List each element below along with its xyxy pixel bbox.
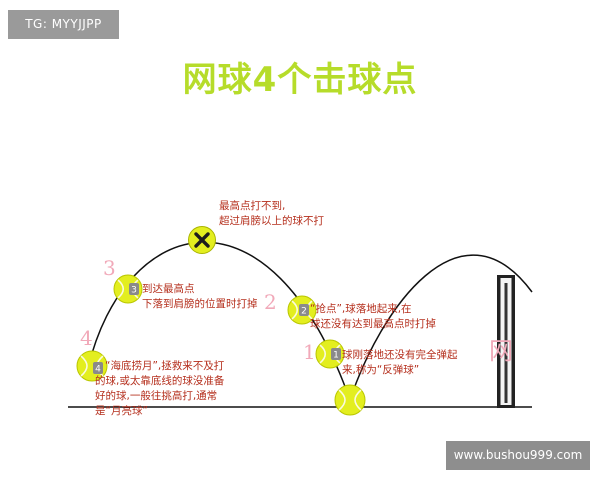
hand-number-4: 4 (80, 326, 93, 350)
peak-note-line1: 最高点打不到, (219, 200, 286, 212)
tennis-ball-icon (113, 274, 143, 304)
point-3-note: 到达最高点 下落到肩膀的位置时打掉 (142, 282, 258, 312)
badge-3-label: 3 (131, 286, 137, 296)
point-3-line1: 到达最高点 (142, 283, 195, 295)
page-title: 网球4个击球点 (182, 60, 418, 100)
point-1-note: 球刚落地还没有完全弹起 来,称为“反弹球” (342, 348, 458, 378)
peak-note-line2: 超过肩膀以上的球不打 (219, 215, 324, 227)
point-2-line2: 球还没有达到最高点时打掉 (310, 318, 436, 330)
point-badge-1: 1 (331, 348, 341, 361)
point-4-line1: “海底捞月”,拯救来不及打 (105, 360, 225, 372)
x-icon (188, 226, 216, 254)
net-label: 网 (489, 337, 513, 365)
point-4-line3: 好的球,一般往挑高打,通常 (95, 390, 218, 402)
tennis-ball-icon (334, 384, 366, 416)
badge-1-label: 1 (333, 351, 339, 361)
net-post-icon (497, 275, 515, 408)
hand-number-2: 2 (264, 290, 277, 314)
hand-number-3: 3 (103, 256, 116, 280)
trajectory-arc-right (349, 254, 533, 401)
point-1-line2: 来,称为“反弹球” (342, 364, 420, 376)
hand-number-1: 1 (303, 340, 316, 364)
point-1-line1: 球刚落地还没有完全弹起 (342, 349, 458, 361)
point-2-line1: “抢点”,球落地起来,在 (310, 303, 412, 315)
point-badge-2: 2 (299, 304, 309, 317)
point-2-note: “抢点”,球落地起来,在 球还没有达到最高点时打掉 (310, 302, 436, 332)
point-4-line4: 是“月亮球” (95, 405, 148, 417)
point-badge-3: 3 (129, 283, 139, 296)
point-4-note: “海底捞月”,拯救来不及打 的球,或太靠底线的球没准备 好的球,一般往挑高打,通… (95, 359, 225, 419)
watermark-bottom: www.bushou999.com (446, 441, 590, 470)
badge-4-label: 4 (95, 365, 101, 375)
point-4-line2: 的球,或太靠底线的球没准备 (95, 375, 225, 387)
badge-2-label: 2 (301, 307, 307, 317)
peak-note: 最高点打不到, 超过肩膀以上的球不打 (219, 199, 324, 229)
watermark-top: TG: MYYJJPP (8, 10, 119, 39)
point-3-line2: 下落到肩膀的位置时打掉 (142, 298, 258, 310)
point-badge-4: 4 (93, 362, 103, 375)
